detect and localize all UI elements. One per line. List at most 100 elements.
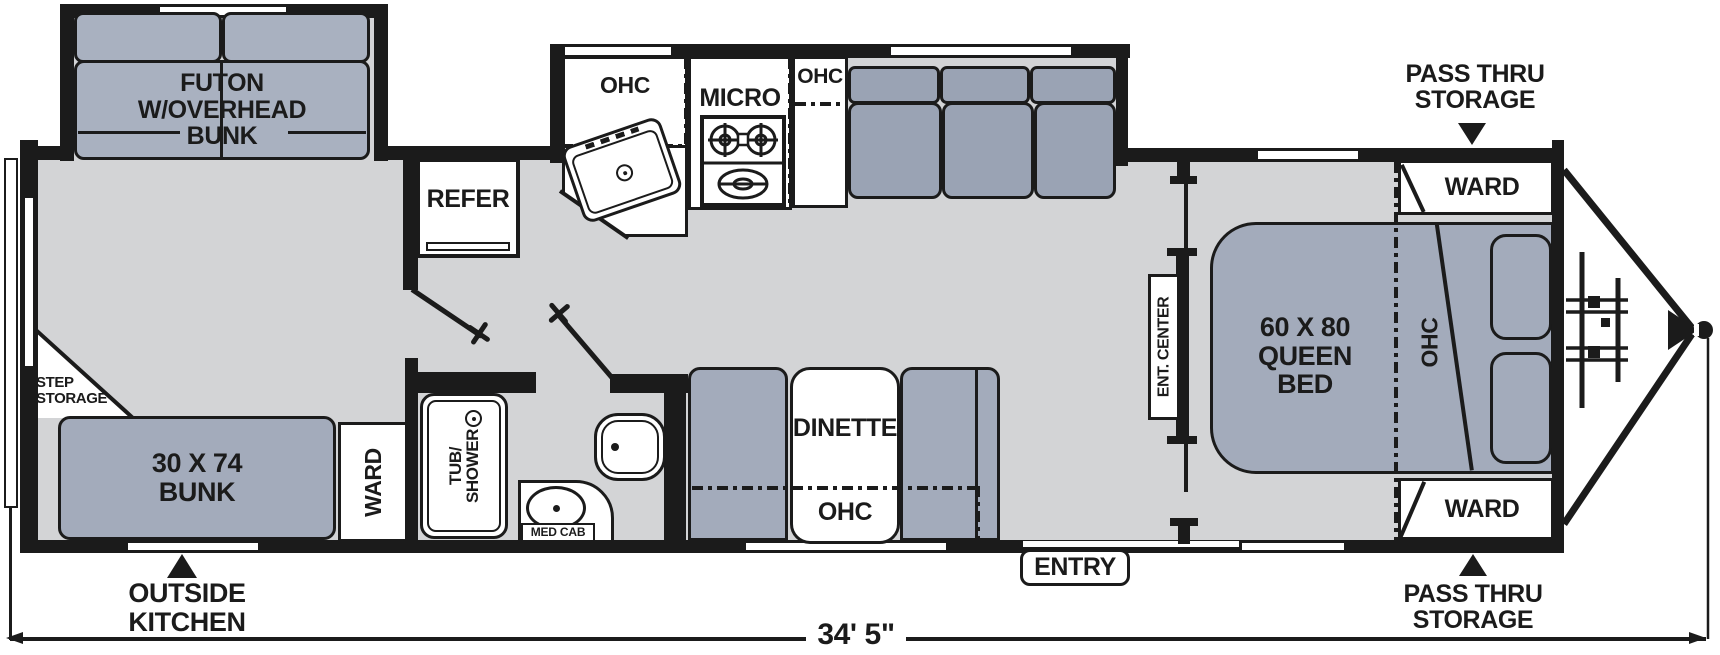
sofa-back-cushion: [940, 66, 1030, 104]
toilet-bowl: [601, 420, 659, 474]
top-wall-rear: [20, 146, 72, 160]
futon-seam: [78, 131, 180, 134]
bathroom-wardrobe-label: WARD: [359, 447, 386, 517]
bed-pillow: [1490, 234, 1552, 340]
refrigerator: [416, 158, 520, 258]
kitchen-slide-window-left: [565, 47, 671, 55]
bathroom-wardrobe-label-wrap: WARD: [338, 422, 408, 542]
dinette-label: DINETTE: [792, 413, 898, 442]
tub-drain-icon: [465, 410, 482, 427]
entry-door-opening: [1023, 541, 1239, 547]
entertainment-center: [1148, 274, 1180, 420]
stove-icon: [700, 115, 786, 207]
med-cab-sink-drain-icon: [552, 504, 560, 512]
wardrobe-top-label: WARD: [1444, 173, 1520, 202]
pass-thru-storage-bottom-label: PASS THRU STORAGE: [1403, 579, 1543, 634]
kitchen-slide-window-right: [891, 47, 1071, 55]
rear-bumper: [4, 158, 18, 508]
sofa-seat-cushion: [942, 102, 1034, 199]
bunkroom-wall-upper: [403, 146, 418, 290]
queen-bed-label: 60 X 80 QUEEN BED: [1257, 312, 1353, 400]
dimension-arrow-right-icon: [1689, 632, 1706, 644]
bedroom-top-window: [1258, 151, 1358, 159]
pass-thru-storage-top-arrow-icon: [1458, 123, 1486, 145]
sofa-back-cushion: [848, 66, 940, 104]
toilet-icon: [594, 413, 666, 481]
dinette-ohc-boundary: [692, 486, 978, 490]
bed-pillow: [1490, 352, 1552, 464]
refrigerator-door: [426, 242, 510, 251]
pass-thru-storage-bottom-arrow-icon: [1459, 554, 1487, 576]
futon-slide-left-wall: [60, 4, 74, 161]
length-dimension-label: 34' 5": [817, 618, 895, 652]
step-storage-label: STEP STORAGE: [36, 374, 108, 407]
kitchen-ohc-right-boundary: [795, 102, 845, 106]
futon-slide-window: [160, 7, 286, 15]
bunk-bed: [58, 416, 336, 540]
bed-ohc-label: OHC: [1416, 317, 1443, 367]
futon-back-cushion: [222, 12, 370, 63]
wardrobe-bottom: [1398, 478, 1554, 540]
kitchen-slide-right-wall: [1116, 44, 1128, 166]
refrigerator-label: REFER: [426, 184, 510, 213]
partition-sliding-door-lower: [1184, 400, 1188, 492]
bedroom-ohc-boundary: [1394, 162, 1398, 542]
front-wall: [1552, 140, 1564, 553]
top-wall-mid: [386, 146, 562, 160]
partition-flare-bottom: [1170, 518, 1198, 526]
toilet-flush-icon: [611, 443, 619, 451]
partition-flare-mid-bottom: [1167, 436, 1197, 444]
dinette-bottom-window: [746, 543, 946, 550]
futon-label: FUTON W/OVERHEAD BUNK: [137, 69, 307, 151]
kitchen-slide-left-wall: [550, 44, 562, 163]
tub-shower-label: TUB/ SHOWER: [445, 428, 482, 504]
entertainment-center-label: ENT. CENTER: [1155, 296, 1172, 398]
dinette-ohc-boundary-return: [976, 486, 980, 542]
partition-flare-mid-top: [1167, 248, 1197, 256]
dimension-line-right: [906, 637, 1706, 641]
bathroom-left-wall: [405, 358, 418, 545]
entry-label: ENTRY: [1020, 549, 1130, 586]
dinette-bench-divider: [975, 370, 978, 538]
futon-seat-divider: [220, 62, 223, 158]
dimension-extension-left: [9, 506, 12, 640]
bathroom-wardrobe: [338, 422, 408, 542]
bathroom-top-wall: [412, 372, 536, 393]
microwave-label: MICRO: [699, 83, 781, 112]
bunk-bottom-window: [128, 543, 258, 550]
partition-flare-top: [1170, 176, 1197, 184]
partition-stub-bottom: [1178, 520, 1190, 544]
outside-kitchen-arrow-icon: [167, 554, 197, 578]
bedroom-bottom-window: [1242, 543, 1344, 550]
futon-slide-right-wall: [374, 4, 388, 161]
kitchen-cabinet-divider: [788, 58, 792, 206]
rear-window: [25, 198, 33, 366]
dinette-bench: [900, 367, 1000, 541]
futon-seam: [288, 131, 366, 134]
dinette-table: [790, 367, 900, 544]
entertainment-center-label-wrap: ENT. CENTER: [1148, 274, 1180, 420]
sofa-seat-cushion: [1034, 102, 1116, 199]
hitch-a-frame-icon: [1561, 167, 1713, 639]
outside-kitchen-label: OUTSIDE KITCHEN: [128, 578, 246, 637]
kitchen-cabinet-divider: [684, 58, 688, 146]
sofa-back-cushion: [1030, 66, 1116, 104]
tub-shower-inner: [427, 400, 501, 532]
kitchen-ohc-right-label: OHC: [797, 64, 843, 88]
wardrobe-top: [1398, 160, 1554, 215]
dinette-ohc-label: OHC: [817, 497, 873, 526]
pass-thru-storage-top-label: PASS THRU STORAGE: [1405, 59, 1545, 114]
dinette-bench: [688, 367, 788, 541]
sofa-seat-cushion: [848, 102, 942, 199]
med-cab-label: MED CAB: [521, 523, 595, 542]
kitchen-ohc-left-label: OHC: [600, 71, 650, 98]
partition-sliding-door-upper: [1184, 180, 1188, 268]
wardrobe-bottom-label: WARD: [1444, 494, 1520, 523]
dimension-line-left: [10, 637, 806, 641]
bathroom-right-wall: [664, 374, 686, 545]
tub-shower: [420, 393, 508, 539]
bunk-bed-label: 30 X 74 BUNK: [151, 448, 243, 507]
futon-back-cushion: [74, 12, 222, 63]
bed-ohc-label-wrap: OHC: [1398, 308, 1462, 376]
